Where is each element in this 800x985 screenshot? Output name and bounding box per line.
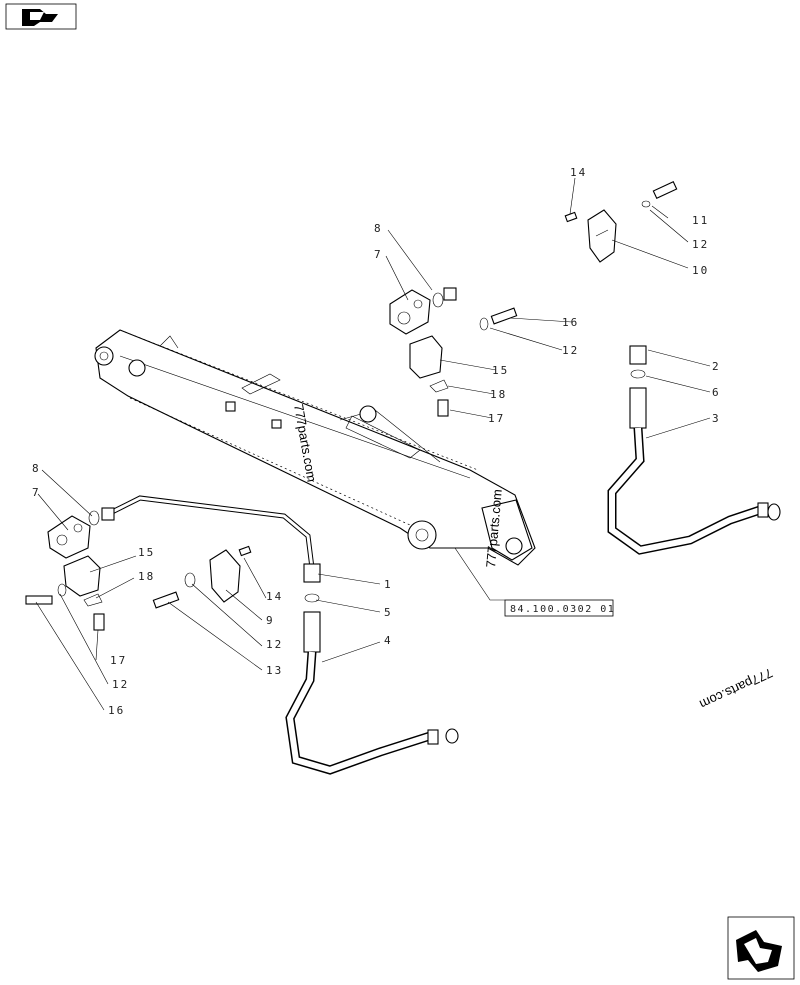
watermark-upside-down: 777parts.com [697, 665, 775, 712]
callout-7-upper: 7 [374, 248, 383, 261]
callout-7-lower: 7 [32, 486, 41, 499]
callout-12-upper: 12 [562, 344, 579, 357]
upper-clamp-parts [389, 180, 678, 417]
callout-12-upper-right: 12 [692, 238, 709, 251]
callout-18-lower: 18 [138, 570, 155, 583]
callout-18-upper: 18 [490, 388, 507, 401]
callout-labels: 14 11 12 10 8 7 16 12 15 18 17 2 6 3 8 7… [32, 166, 721, 717]
upper-hose [607, 387, 781, 555]
callout-12-lower-middle: 12 [266, 638, 283, 651]
next-page-arrow-icon[interactable] [727, 916, 795, 980]
callout-3: 3 [712, 412, 721, 425]
callout-17-upper: 17 [488, 412, 505, 425]
callout-15-lower: 15 [138, 546, 155, 559]
callout-14-lower: 14 [266, 590, 283, 603]
callout-15-upper: 15 [492, 364, 509, 377]
callout-8-lower: 8 [32, 462, 41, 475]
callout-16-lower: 16 [108, 704, 125, 717]
upper-hydraulic-pipe [443, 280, 647, 379]
callout-16-upper: 16 [562, 316, 579, 329]
callout-8-upper: 8 [374, 222, 383, 235]
callout-14-upper: 14 [570, 166, 587, 179]
callout-11: 11 [692, 214, 709, 227]
callout-17-lower: 17 [110, 654, 127, 667]
callout-4: 4 [384, 634, 393, 647]
lower-hydraulic-pipe [101, 495, 321, 603]
callout-12-lower-left: 12 [112, 678, 129, 691]
watermark-vertical-right: 777parts.com [483, 488, 505, 568]
callout-9: 9 [266, 614, 275, 627]
callout-1: 1 [384, 578, 393, 591]
previous-page-arrow-icon[interactable] [5, 3, 77, 30]
callout-leader-lines [35, 177, 711, 711]
reference-code: 84.100.0302 01 [510, 604, 615, 615]
lower-clamp-parts [25, 510, 252, 631]
callout-5: 5 [384, 606, 393, 619]
callout-6: 6 [712, 386, 721, 399]
callout-2: 2 [712, 360, 721, 373]
callout-13: 13 [266, 664, 283, 677]
callout-10: 10 [692, 264, 709, 277]
boom-arm [94, 329, 536, 566]
reference-box[interactable]: 84.100.0302 01 [504, 599, 615, 617]
lower-hose [285, 611, 459, 775]
